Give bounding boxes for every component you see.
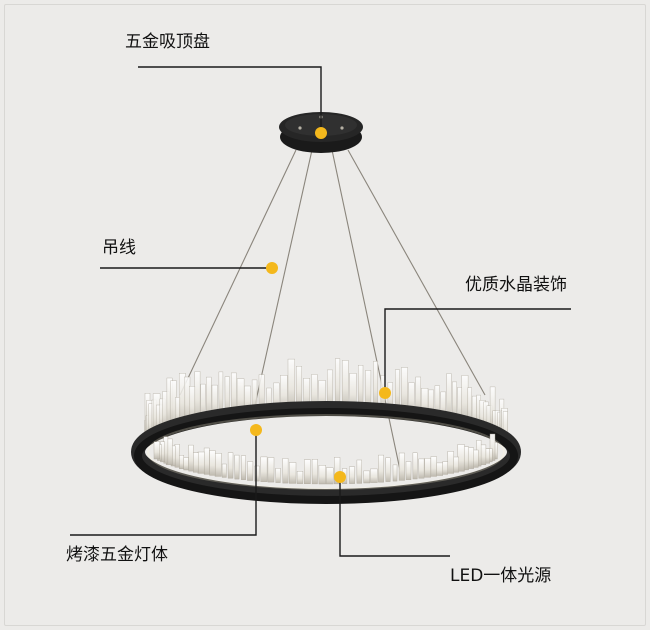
dot-led-source — [334, 471, 346, 483]
crystal-piece — [227, 452, 234, 479]
dot-hanging-wire — [266, 262, 278, 274]
label-crystal-decor: 优质水晶装饰 — [465, 275, 567, 295]
crystal-piece — [370, 468, 378, 483]
crystal-piece — [442, 461, 448, 475]
crystal-row-back — [144, 358, 508, 443]
leader-led-source — [339, 477, 450, 557]
crystal-piece — [398, 452, 405, 481]
crystal-piece — [418, 458, 425, 479]
leader-ceiling-plate — [138, 66, 322, 128]
dot-ceiling-plate — [315, 127, 327, 139]
crystal-piece — [430, 456, 437, 477]
crystal-piece — [447, 451, 454, 474]
crystal-piece — [392, 464, 398, 482]
label-ceiling-plate: 五金吸顶盘 — [125, 32, 210, 52]
crystal-piece — [326, 467, 334, 485]
crystal-piece — [221, 463, 227, 478]
crystal-piece — [378, 454, 384, 483]
crystal-piece — [209, 450, 216, 476]
dot-painted-body — [250, 424, 262, 436]
crystal-piece — [296, 471, 304, 484]
crystal-piece — [234, 454, 240, 480]
crystal-piece — [373, 361, 378, 410]
crystal-piece — [282, 458, 289, 484]
crystal-piece — [289, 462, 297, 484]
label-painted-body: 烤漆五金灯体 — [66, 545, 168, 565]
hanging-wire-right-inner — [331, 149, 401, 471]
crystal-piece — [188, 444, 194, 472]
crystal-piece — [318, 465, 326, 485]
crystal-piece — [254, 465, 260, 482]
crystal-piece — [424, 458, 431, 478]
label-led-source: LED一体光源 — [450, 566, 552, 586]
hanging-wire-right — [347, 149, 486, 396]
hanging-wire-left — [179, 149, 297, 396]
crystal-row-front — [153, 433, 498, 485]
crystal-piece — [385, 457, 391, 482]
label-hanging-wire: 吊线 — [102, 238, 136, 258]
leader-crystal-decor — [384, 308, 571, 393]
crystal-piece — [275, 468, 281, 483]
crystal-piece — [412, 452, 418, 480]
crystal-piece — [405, 461, 412, 480]
crystal-piece — [247, 461, 254, 481]
crystal-piece — [178, 455, 184, 469]
crystal-piece — [214, 453, 222, 477]
crystal-piece — [311, 459, 318, 485]
hanging-wire-left-inner — [254, 149, 313, 406]
dot-crystal-decor — [379, 387, 391, 399]
crystal-piece — [194, 371, 201, 420]
crystal-piece — [287, 358, 296, 409]
crystal-piece — [436, 462, 444, 476]
crystal-piece — [174, 444, 180, 468]
crystal-piece — [342, 360, 349, 409]
crystal-piece — [335, 358, 341, 409]
crystal-piece — [241, 455, 246, 480]
crystal-piece — [304, 459, 311, 484]
leader-lines — [70, 66, 571, 557]
crystal-piece — [267, 457, 275, 483]
crystal-piece — [192, 452, 199, 473]
crystal-piece — [197, 451, 205, 474]
crystal-piece — [334, 457, 341, 485]
indicator-dots — [250, 127, 391, 483]
crystal-piece — [260, 456, 268, 482]
crystal-piece — [153, 441, 161, 460]
leader-painted-body — [70, 430, 257, 536]
crystal-piece — [183, 457, 189, 471]
crystal-piece — [453, 456, 459, 473]
crystal-piece — [203, 447, 210, 475]
ring-body — [131, 401, 521, 504]
crystal-piece — [363, 470, 371, 484]
crystal-piece — [349, 466, 355, 484]
crystal-piece — [356, 459, 362, 484]
